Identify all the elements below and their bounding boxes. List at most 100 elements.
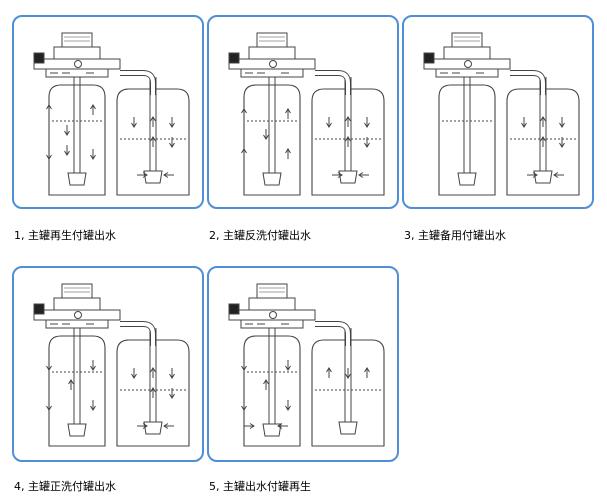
diagram-1-main-arrow-5-head xyxy=(46,154,52,160)
diagram-5-valve-inlet xyxy=(228,303,240,315)
diagram-2-valve-gauge xyxy=(269,60,277,68)
tank-assembly xyxy=(33,283,190,447)
diagram-1-valve-motor xyxy=(61,32,93,48)
diagram-1-aux-arrow-4-head xyxy=(169,142,175,148)
diagram-4-main-arrow-0-head xyxy=(46,365,52,371)
diagram-2-valve-housing xyxy=(248,46,296,60)
diagram-3-valve-motor-ribs xyxy=(454,36,480,42)
diagram-4-valve-motor-ribs xyxy=(64,287,90,293)
caption-5: 5, 主罐出水付罐再生 xyxy=(209,480,311,493)
diagram-5-main-tank-body xyxy=(243,335,301,447)
diagram-5-tanks xyxy=(228,283,385,447)
diagram-1-valve-inlet xyxy=(33,52,45,64)
panel-4 xyxy=(12,266,204,462)
diagram-1-main-arrow-4-head xyxy=(90,154,96,160)
diagram-3-main-riser-distributor xyxy=(457,172,477,186)
diagram-2-main-arrow-1-head xyxy=(285,108,291,114)
diagram-1-valve-base xyxy=(45,68,109,78)
diagram-1-connector-inner xyxy=(120,71,155,95)
diagram-3-aux-arrow-5-head xyxy=(532,172,538,178)
diagram-1-aux-arrow-1-head xyxy=(150,116,156,122)
diagram-2-aux-arrow-2-head xyxy=(345,136,351,142)
diagram-5-aux-arrow-2-head xyxy=(364,367,370,373)
diagram-1-main-arrow-0-head xyxy=(46,104,52,110)
diagram-5-aux-arrow-0-head xyxy=(326,367,332,373)
diagram-2-aux-arrow-5-head xyxy=(337,172,343,178)
diagram-2-valve-motor xyxy=(256,32,288,48)
diagram-1-main-arrow-1-head xyxy=(90,104,96,110)
diagram-4-aux-riser-distributor xyxy=(143,421,163,435)
diagram-3-valve-gauge xyxy=(464,60,472,68)
diagram-4-tanks xyxy=(33,283,190,447)
diagram-4-valve-inlet xyxy=(33,303,45,315)
diagram-3-connector-inner xyxy=(510,71,545,95)
tank-assembly xyxy=(33,32,190,196)
diagram-1-valve-housing xyxy=(53,46,101,60)
diagram-1-aux-arrow-0-head xyxy=(131,122,137,128)
diagram-5-aux-riser-distributor xyxy=(338,421,358,435)
diagram-2-aux-arrow-1-head xyxy=(345,116,351,122)
diagram-1-valve-gauge xyxy=(74,60,82,68)
caption-2: 2, 主罐反洗付罐出水 xyxy=(209,229,311,242)
diagram-2-aux-arrow-4-head xyxy=(364,142,370,148)
diagram-4-main-arrow-2-head xyxy=(46,405,52,411)
diagram-5-valve-motor-ribs xyxy=(259,287,285,293)
diagram-2-main-arrow-3-head xyxy=(285,148,291,154)
diagram-3-aux-riser-distributor xyxy=(533,170,553,184)
diagram-1-aux-arrow-3-head xyxy=(169,122,175,128)
caption-4: 4, 主罐正洗付罐出水 xyxy=(14,480,116,493)
diagram-4-aux-arrow-0-head xyxy=(131,373,137,379)
diagram-5-connector-inner xyxy=(315,322,350,346)
diagram-2-aux-arrow-6-head xyxy=(358,172,364,178)
diagram-3-valve-motor xyxy=(451,32,483,48)
diagram-1-main-tank-body xyxy=(48,84,106,196)
diagram-5-valve-housing xyxy=(248,297,296,311)
diagram-4-valve-housing xyxy=(53,297,101,311)
caption-1: 1, 主罐再生付罐出水 xyxy=(14,229,116,242)
diagram-1-aux-arrow-2-head xyxy=(150,136,156,142)
diagram-5-valve-base xyxy=(240,319,304,329)
diagram-5-main-arrow-0-head xyxy=(241,365,247,371)
diagram-4-aux-arrow-2-head xyxy=(150,387,156,393)
diagram-5-main-arrow-6-head xyxy=(277,423,283,429)
diagram-3-aux-arrow-0-head xyxy=(521,122,527,128)
diagram-4-main-riser-distributor xyxy=(67,423,87,437)
caption-3: 3, 主罐备用付罐出水 xyxy=(404,229,506,242)
diagram-1-main-arrow-3-head xyxy=(64,150,70,156)
tank-assembly xyxy=(228,32,385,196)
panel-2 xyxy=(207,15,399,209)
diagram-3-aux-arrow-2-head xyxy=(540,136,546,142)
diagram-1-aux-riser-distributor xyxy=(143,170,163,184)
panel-3 xyxy=(402,15,594,209)
diagram-4-connector-inner xyxy=(120,322,155,346)
diagram-5-valve-motor xyxy=(256,283,288,299)
diagram-4-valve-gauge xyxy=(74,311,82,319)
diagram-2-aux-arrow-3-head xyxy=(364,122,370,128)
diagram-5-main-riser-distributor xyxy=(262,423,282,437)
diagram-1-tanks xyxy=(33,32,190,196)
diagram-2-aux-riser-distributor xyxy=(338,170,358,184)
diagram-5-main-arrow-2-head xyxy=(241,405,247,411)
diagram-1-valve-motor-ribs xyxy=(64,36,90,42)
diagram-5-aux-tank-body xyxy=(311,339,385,447)
diagram-2-connector-inner xyxy=(315,71,350,95)
diagram-3-main-tank-body xyxy=(438,84,496,196)
diagram-4-aux-arrow-4-head xyxy=(169,393,175,399)
diagram-3-valve-housing xyxy=(443,46,491,60)
diagram-2-valve-base xyxy=(240,68,304,78)
diagram-1-aux-arrow-6-head xyxy=(163,172,169,178)
diagram-1-aux-arrow-5-head xyxy=(142,172,148,178)
diagram-5-main-arrow-1-head xyxy=(285,365,291,371)
diagram-4-valve-base xyxy=(45,319,109,329)
diagram-4-aux-arrow-6-head xyxy=(163,423,169,429)
diagram-3-aux-arrow-1-head xyxy=(540,116,546,122)
diagram-2-main-riser-distributor xyxy=(262,172,282,186)
panel-1 xyxy=(12,15,204,209)
diagram-1-main-arrow-2-head xyxy=(64,130,70,136)
diagram-2-main-arrow-2-head xyxy=(241,148,247,154)
diagram-3-valve-inlet xyxy=(423,52,435,64)
diagram-4-main-tank-body xyxy=(48,335,106,447)
diagram-1-main-riser-distributor xyxy=(67,172,87,186)
diagram-3-aux-arrow-6-head xyxy=(553,172,559,178)
panel-5 xyxy=(207,266,399,462)
